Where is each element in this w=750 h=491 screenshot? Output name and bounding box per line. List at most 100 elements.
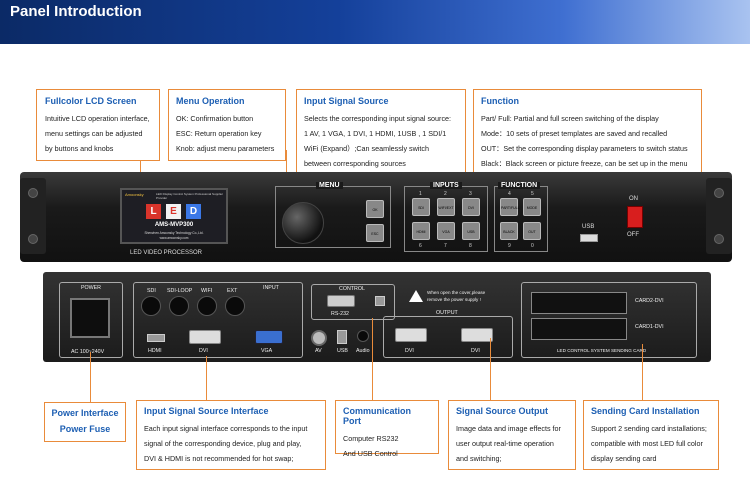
- usb-control-port[interactable]: [375, 296, 385, 306]
- callout-title: Menu Operation: [176, 96, 245, 106]
- sdi-loop-port[interactable]: [169, 296, 189, 316]
- page-title: Panel Introduction: [10, 3, 142, 20]
- callout-title: Input Signal Source Interface: [144, 406, 269, 416]
- lcd-led-letter-l: L: [146, 204, 161, 219]
- rack-hole: [714, 188, 724, 198]
- control-title: CONTROL: [339, 286, 365, 292]
- input-title: INPUT: [263, 285, 279, 291]
- card-label: CARD2-DVI: [635, 298, 664, 304]
- av-port[interactable]: [311, 330, 327, 346]
- power-switch[interactable]: [627, 206, 643, 228]
- output-title: OUTPUT: [436, 310, 458, 316]
- menu-knob[interactable]: [282, 202, 324, 244]
- port-label: AV: [315, 348, 322, 354]
- port-label: Audio: [356, 348, 370, 354]
- callout-title: Sending Card Installation: [591, 406, 700, 416]
- input-button-wifi-ext[interactable]: WIFI/EXT: [437, 198, 455, 216]
- front-panel: Amoonsky LED Display Control System Prof…: [20, 172, 732, 262]
- callout-sending-card-installation: Sending Card Installation Support 2 send…: [583, 400, 719, 470]
- usb-input-port[interactable]: [337, 330, 347, 344]
- rs232-port[interactable]: [327, 295, 355, 307]
- input-button-vga[interactable]: VGA: [437, 222, 455, 240]
- product-label: LED VIDEO PROCESSOR: [130, 250, 203, 256]
- callout-line: Image data and image effects for: [456, 424, 561, 433]
- lcd-subtitle: LED Display Control System Professional …: [156, 192, 224, 200]
- warning-text: When open the cover,please: [427, 290, 486, 295]
- callout-title: Power Fuse: [59, 424, 111, 434]
- input-button-usb[interactable]: USB: [462, 222, 480, 240]
- ok-button[interactable]: OK: [366, 200, 384, 218]
- black-button[interactable]: BLACK: [500, 222, 518, 240]
- port-label: WIFI: [201, 288, 213, 294]
- input-number: 3: [469, 191, 472, 197]
- front-usb-port[interactable]: [580, 234, 598, 242]
- function-number: 5: [531, 191, 534, 197]
- callout-lcd-screen: Fullcolor LCD Screen Intuitive LCD opera…: [36, 89, 160, 161]
- callout-input-signal-source: Input Signal Source Selects the correspo…: [296, 89, 466, 173]
- output-section: [383, 316, 513, 358]
- lcd-screen: Amoonsky LED Display Control System Prof…: [120, 188, 228, 244]
- callout-line: Intuitive LCD operation interface,: [45, 114, 150, 123]
- out-button[interactable]: OUT: [523, 222, 541, 240]
- power-on-label: ON: [629, 196, 638, 202]
- leader-line: [286, 150, 287, 190]
- input-section: [133, 282, 303, 358]
- callout-line: OK: Confirmation button: [176, 114, 254, 123]
- callout-communication-port: Communication Port Computer RS232 And US…: [335, 400, 439, 458]
- input-number: 8: [469, 243, 472, 249]
- callout-line: and switching;: [456, 454, 502, 463]
- dvi-output-port-1[interactable]: [395, 328, 427, 342]
- lcd-company: Shenzhen Amoonsky Technology Co.,Ltd.: [144, 231, 204, 235]
- callout-title: Input Signal Source: [304, 96, 389, 106]
- port-label: DVI: [199, 348, 208, 354]
- input-button-hdmi[interactable]: HDMI: [412, 222, 430, 240]
- card1-slot[interactable]: [531, 318, 627, 340]
- hdmi-port[interactable]: [147, 334, 165, 342]
- lcd-brand: Amoonsky: [125, 192, 144, 197]
- rack-hole: [28, 234, 38, 244]
- callout-line: Computer RS232: [343, 434, 399, 443]
- mode-button[interactable]: MODE: [523, 198, 541, 216]
- input-number: 6: [419, 243, 422, 249]
- card-label: CARD1-DVI: [635, 324, 664, 330]
- sdi-port[interactable]: [141, 296, 161, 316]
- function-group: [494, 186, 548, 252]
- audio-port[interactable]: [357, 330, 369, 342]
- esc-button[interactable]: ESC: [366, 224, 384, 242]
- input-button-sdi[interactable]: SDI: [412, 198, 430, 216]
- input-number: 7: [444, 243, 447, 249]
- callout-title: Function: [481, 96, 519, 106]
- callout-input-signal-interface: Input Signal Source Interface Each input…: [136, 400, 326, 470]
- callout-line: by buttons and knobs: [45, 144, 114, 153]
- port-label: DVI: [405, 348, 414, 354]
- ext-port[interactable]: [225, 296, 245, 316]
- lcd-led-letter-e: E: [166, 204, 181, 219]
- callout-function: Function Part/ Full: Partial and full sc…: [473, 89, 702, 173]
- power-inlet[interactable]: [70, 298, 110, 338]
- part-full-button[interactable]: PART/FULL: [500, 198, 520, 216]
- port-label: USB: [337, 348, 348, 354]
- dvi-input-port[interactable]: [189, 330, 221, 344]
- vga-port[interactable]: [255, 330, 283, 344]
- callout-line: Support 2 sending card installations;: [591, 424, 707, 433]
- sending-card-title: LED CONTROL SYSTEM SENDING CARD: [557, 348, 647, 353]
- callout-line: Black：Black screen or picture freeze, ca…: [481, 159, 688, 168]
- dvi-output-port-2[interactable]: [461, 328, 493, 342]
- callout-line: Knob: adjust menu parameters: [176, 144, 275, 153]
- leader-line: [642, 344, 643, 402]
- port-label: SDI: [147, 288, 156, 294]
- callout-line: Part/ Full: Partial and full screen swit…: [481, 114, 659, 123]
- rack-ear-left: [20, 178, 46, 254]
- callout-line: display sending card: [591, 454, 657, 463]
- callout-menu-operation: Menu Operation OK: Confirmation button E…: [168, 89, 286, 161]
- rack-ear-right: [706, 178, 732, 254]
- callout-line: signal of the corresponding device, plug…: [144, 439, 302, 448]
- input-number: 2: [444, 191, 447, 197]
- wifi-port[interactable]: [197, 296, 217, 316]
- callout-line: 1 AV, 1 VGA, 1 DVI, 1 HDMI, 1USB , 1 SDI…: [304, 129, 447, 138]
- input-number: 1: [419, 191, 422, 197]
- callout-power-interface: Power Interface Power Fuse: [44, 402, 126, 442]
- input-button-dvi[interactable]: DVI: [462, 198, 480, 216]
- card2-slot[interactable]: [531, 292, 627, 314]
- warning-text: remove the power supply !: [427, 297, 481, 302]
